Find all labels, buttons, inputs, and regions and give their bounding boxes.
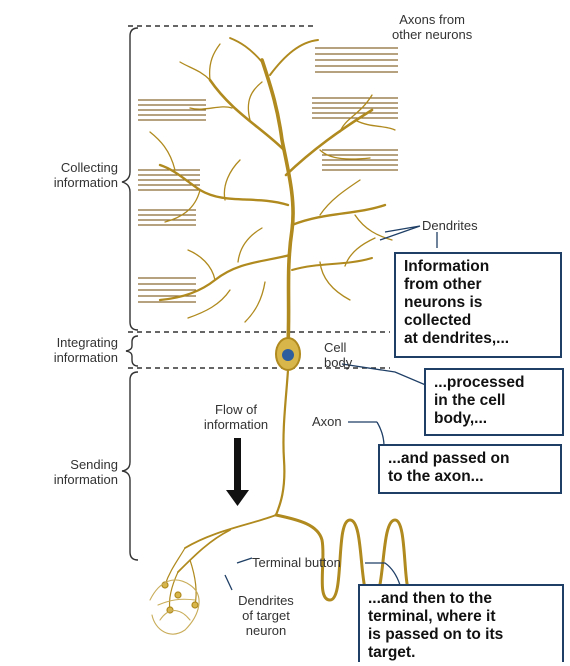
dendrites-of-target-neuron-label: Dendrites of target neuron (228, 593, 304, 638)
dendrites-info-box: Information from other neurons is collec… (394, 252, 562, 358)
dendrite-branch (292, 205, 385, 225)
flow-of-information-label: Flow of information (186, 402, 286, 432)
terminal-button-label: Terminal button (252, 555, 341, 570)
dendrite-branch (230, 38, 262, 62)
section-brackets (122, 28, 138, 560)
dendrite-twig (150, 44, 395, 322)
terminal-info-box: ...and then to the terminal, where it is… (358, 584, 564, 662)
axon-label: Axon (312, 414, 342, 429)
flow-arrow-icon (226, 438, 249, 506)
section-dividers (128, 26, 390, 368)
target-dendrites (150, 580, 199, 634)
integrating-information-label: Integrating information (14, 335, 118, 365)
axon (276, 370, 288, 515)
nucleus (282, 349, 294, 361)
cell-body-info-box: ...processed in the cell body,... (424, 368, 564, 436)
cell-body-label: Cell body (324, 340, 352, 370)
dendrites-label: Dendrites (422, 218, 478, 233)
sending-information-label: Sending information (20, 457, 118, 487)
dendrite-branch (270, 40, 318, 75)
neuron (150, 38, 412, 634)
axon-info-box: ...and passed on to the axon... (378, 444, 562, 494)
dendrite-branch (292, 258, 372, 270)
axons-from-other-neurons-label: Axons from other neurons (392, 12, 472, 42)
collecting-information-label: Collecting information (18, 160, 118, 190)
